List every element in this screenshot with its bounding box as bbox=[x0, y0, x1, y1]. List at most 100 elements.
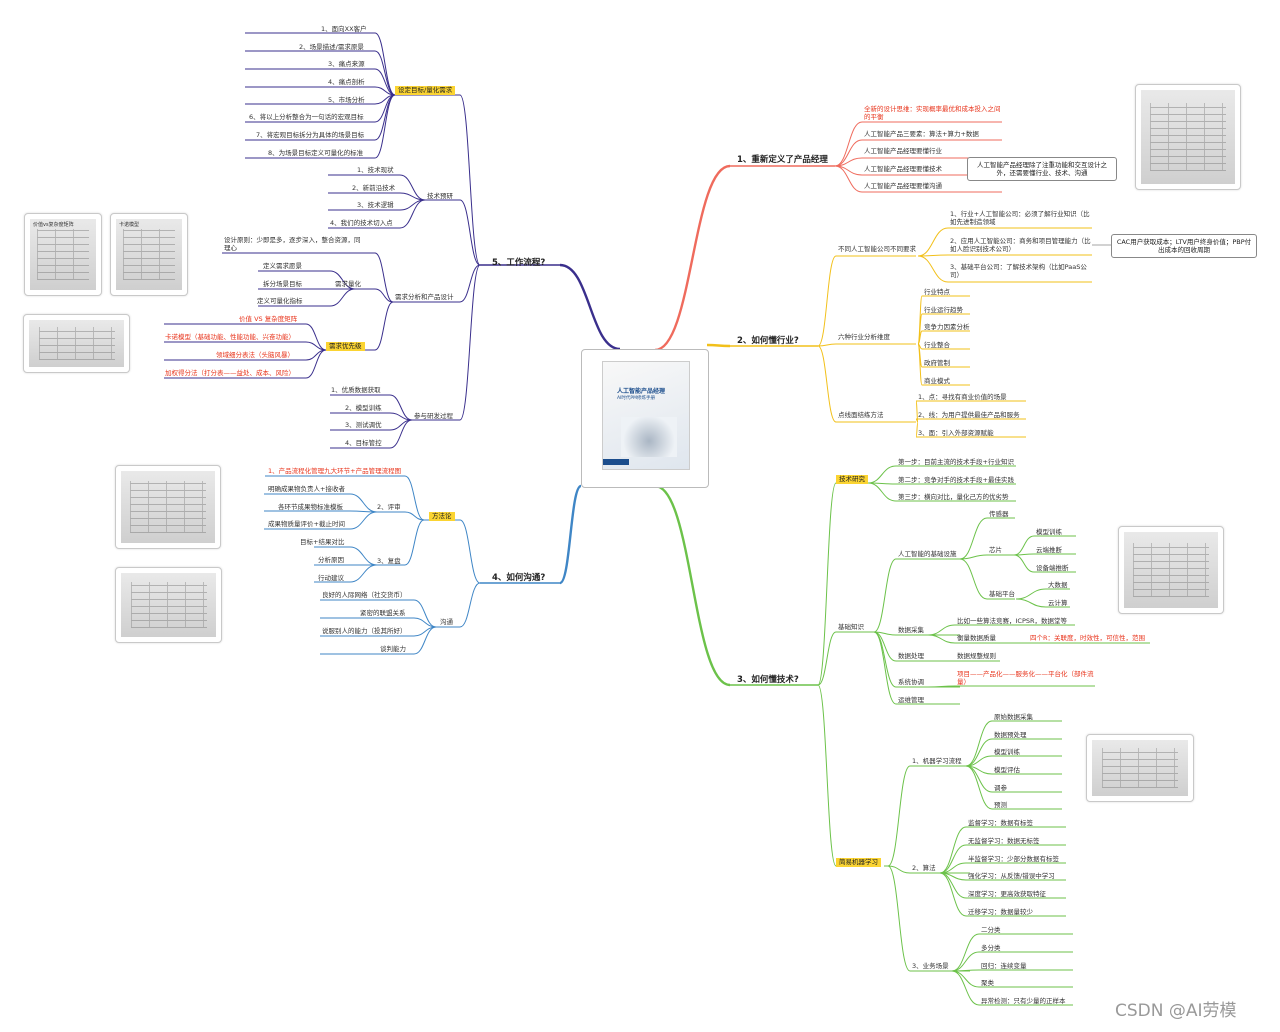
b3-algo-2[interactable]: 无监督学习：数据无标签 bbox=[968, 837, 1040, 845]
b3-ml-flow-2[interactable]: 数据预处理 bbox=[994, 731, 1027, 739]
b3-platform[interactable]: 基础平台 bbox=[989, 590, 1015, 598]
b2-g1-item-1[interactable]: 1、行业+人工智能公司：必须了解行业知识（比如先进制造领域 bbox=[950, 210, 1090, 226]
b5-design-principle[interactable]: 设计原则：少即是多，逐步深入，整合资源，同理心 bbox=[224, 236, 361, 252]
b3-ml-flow-4[interactable]: 模型评估 bbox=[994, 766, 1020, 774]
b5-goal-6[interactable]: 6、将以上分析整合为一句话的宏观目标 bbox=[249, 113, 364, 121]
b5-quant-2[interactable]: 拆分场景目标 bbox=[263, 280, 302, 288]
b3-tag-ml[interactable]: 简易机器学习 bbox=[836, 858, 881, 867]
b1-item-1[interactable]: 全新的设计思维：实现概率最优和成本投入之间的平衡 bbox=[864, 105, 1001, 121]
b3-scene-1[interactable]: 二分类 bbox=[981, 926, 1001, 934]
b3-scene-3[interactable]: 回归：连续变量 bbox=[981, 962, 1027, 970]
b2-g1-note-box[interactable]: CAC用户获取成本；LTV用户终身价值；PBP付出成本的回收周期 bbox=[1111, 234, 1257, 258]
b4-review-3[interactable]: 成果物质量评价+截止时间 bbox=[268, 520, 345, 528]
b3-sys-coop[interactable]: 系统协调 bbox=[898, 678, 924, 686]
b2-g2-item-1[interactable]: 行业特点 bbox=[924, 288, 950, 296]
b3-algo-6[interactable]: 迁移学习：数据量较少 bbox=[968, 908, 1033, 916]
b5-rd-3[interactable]: 3、测试调优 bbox=[345, 421, 382, 429]
b4-tag-method[interactable]: 方法论 bbox=[429, 512, 455, 521]
b4-recap[interactable]: 3、复盘 bbox=[377, 557, 401, 565]
b3-ml-flow-6[interactable]: 预测 bbox=[994, 801, 1007, 809]
branch-2-title[interactable]: 2、如何懂行业? bbox=[737, 336, 799, 346]
b3-data-process[interactable]: 数据处理 bbox=[898, 652, 924, 660]
b3-ml-flow-1[interactable]: 原始数据采集 bbox=[994, 713, 1033, 721]
b5-quant-1[interactable]: 定义需求愿景 bbox=[263, 262, 302, 270]
photo-product-definition[interactable] bbox=[1135, 84, 1241, 190]
b4-review-1[interactable]: 明确成果物负责人+接收者 bbox=[268, 485, 345, 493]
b3-scene-2[interactable]: 多分类 bbox=[981, 944, 1001, 952]
b2-g3-item-1[interactable]: 1、点：寻找有商业价值的场景 bbox=[918, 393, 1007, 401]
b3-step-1[interactable]: 第一步：目前主流的技术手段+行业知识 bbox=[898, 458, 1014, 466]
photo-process-management[interactable] bbox=[115, 465, 221, 549]
b3-ops[interactable]: 运维管理 bbox=[898, 696, 924, 704]
b3-chip[interactable]: 芯片 bbox=[989, 546, 1002, 554]
b4-comm-4[interactable]: 谈判能力 bbox=[380, 645, 406, 653]
b3-platform-item-2[interactable]: 云计算 bbox=[1048, 599, 1068, 607]
b4-recap-3[interactable]: 行动建议 bbox=[318, 574, 344, 582]
b3-ai-infra[interactable]: 人工智能的基础设施 bbox=[898, 550, 957, 558]
b3-ml-flow-5[interactable]: 调参 bbox=[994, 784, 1007, 792]
b4-review-2[interactable]: 各环节成果物标准模板 bbox=[278, 503, 343, 511]
b2-group-3[interactable]: 点线面结练方法 bbox=[838, 411, 884, 419]
b2-g1-item-2[interactable]: 2、应用人工智能公司：商务和项目管理能力（比如人脸识别技术公司） bbox=[950, 237, 1091, 253]
b1-item-2[interactable]: 人工智能产品三要素：算法+算力+数据 bbox=[864, 130, 979, 138]
b3-dc-quality[interactable]: 四个R：关联度，时效性，可信性，范围 bbox=[1030, 634, 1146, 642]
b5-goal-4[interactable]: 4、痛点剖析 bbox=[328, 78, 365, 86]
b5-design[interactable]: 需求分析和产品设计 bbox=[395, 293, 454, 301]
b5-priority-3[interactable]: 领域细分表法（头脑风暴） bbox=[216, 351, 294, 359]
b3-step-2[interactable]: 第二步：竞争对手的技术手段+最佳实践 bbox=[898, 476, 1014, 484]
b2-g1-item-3[interactable]: 3、基础平台公司：了解技术架构（比如PaaS公司） bbox=[950, 263, 1087, 279]
b5-tag-priority[interactable]: 需求优先级 bbox=[326, 342, 365, 351]
b2-g3-item-3[interactable]: 3、面：引入外部资源赋能 bbox=[918, 429, 994, 437]
b5-quant[interactable]: 需求量化 bbox=[335, 280, 361, 288]
b1-item-5[interactable]: 人工智能产品经理要懂沟通 bbox=[864, 182, 942, 190]
b5-priority-1[interactable]: 价值 VS 复杂度矩阵 bbox=[239, 315, 298, 323]
b5-goal-8[interactable]: 8、为场景目标定义可量化的标准 bbox=[268, 149, 364, 157]
b2-g2-item-3[interactable]: 竞争力因素分析 bbox=[924, 323, 970, 331]
b3-algo-3[interactable]: 半监督学习：少部分数据有标签 bbox=[968, 855, 1059, 863]
b2-g2-item-4[interactable]: 行业整合 bbox=[924, 341, 950, 349]
branch-3-title[interactable]: 3、如何懂技术? bbox=[737, 675, 799, 685]
b5-rd[interactable]: 参与研发过程 bbox=[414, 412, 453, 420]
b3-algo-4[interactable]: 强化学习：从反馈/错误中学习 bbox=[968, 872, 1055, 880]
b4-method-red[interactable]: 1、产品流程化管理九大环节+产品管理流程图 bbox=[268, 467, 402, 475]
b3-chip-item-1[interactable]: 模型训练 bbox=[1036, 528, 1062, 536]
b1-item-4[interactable]: 人工智能产品经理要懂技术 bbox=[864, 165, 942, 173]
b5-rd-4[interactable]: 4、目标管控 bbox=[345, 439, 382, 447]
b3-ml-flow-3[interactable]: 模型训练 bbox=[994, 748, 1020, 756]
b4-comm-3[interactable]: 说服别人的能力（投其所好） bbox=[322, 627, 407, 635]
b3-sc-item[interactable]: 项目——产品化——服务化——平台化（部件流量） bbox=[957, 670, 1094, 686]
b5-goal-1[interactable]: 1、面向XX客户 bbox=[321, 25, 367, 33]
b5-tech-2[interactable]: 2、新前沿技术 bbox=[352, 184, 396, 192]
b2-g2-item-6[interactable]: 商业模式 bbox=[924, 377, 950, 385]
b5-priority-4[interactable]: 加权得分法（打分表——益处、成本、风险） bbox=[165, 369, 295, 377]
b3-platform-item-1[interactable]: 大数据 bbox=[1048, 581, 1068, 589]
b3-algo-1[interactable]: 监督学习：数据有标签 bbox=[968, 819, 1033, 827]
b3-step-3[interactable]: 第三步：横向对比，量化己方的优劣势 bbox=[898, 493, 1009, 501]
b5-tech-pre[interactable]: 技术预研 bbox=[427, 192, 453, 200]
b5-tag-goal[interactable]: 设定目标/量化需求 bbox=[395, 86, 456, 95]
photo-process-chart[interactable] bbox=[115, 567, 222, 643]
b4-recap-2[interactable]: 分析原因 bbox=[318, 556, 344, 564]
b4-review[interactable]: 2、评审 bbox=[377, 503, 401, 511]
b5-priority-2[interactable]: 卡诺模型（基础功能、性能功能、兴奋功能） bbox=[165, 333, 295, 341]
branch-5-title[interactable]: 5、工作流程? bbox=[492, 258, 546, 268]
b3-algo[interactable]: 2、算法 bbox=[912, 864, 936, 872]
b5-goal-5[interactable]: 5、市场分析 bbox=[328, 96, 365, 104]
b3-basics[interactable]: 基础知识 bbox=[838, 623, 864, 631]
b1-item-3[interactable]: 人工智能产品经理要懂行业 bbox=[864, 147, 942, 155]
b3-scene-5[interactable]: 异常检测：只有少量的正样本 bbox=[981, 997, 1066, 1005]
b5-goal-7[interactable]: 7、将宏观目标拆分为具体的场景目标 bbox=[256, 131, 365, 139]
b3-ml-flow[interactable]: 1、机器学习流程 bbox=[912, 757, 962, 765]
b4-comm-1[interactable]: 良好的人际网络（社交货币） bbox=[322, 591, 407, 599]
b5-rd-1[interactable]: 1、优质数据获取 bbox=[331, 386, 381, 394]
b5-rd-2[interactable]: 2、模型训练 bbox=[345, 404, 382, 412]
b2-g2-item-5[interactable]: 政府管制 bbox=[924, 359, 950, 367]
b3-algo-5[interactable]: 深度学习：更高效获取特征 bbox=[968, 890, 1046, 898]
b5-tech-4[interactable]: 4、我们的技术切入点 bbox=[330, 219, 393, 227]
photo-ml-flow[interactable] bbox=[1086, 734, 1194, 802]
b3-dc-item-2[interactable]: 衡量数据质量 bbox=[957, 634, 996, 642]
b3-dp-item[interactable]: 数据规整规则 bbox=[957, 652, 996, 660]
b2-group-1[interactable]: 不同人工智能公司不同要求 bbox=[838, 245, 916, 253]
b4-comm-2[interactable]: 紧密的联盟关系 bbox=[360, 609, 406, 617]
photo-kano[interactable]: 卡诺模型 bbox=[110, 213, 188, 296]
